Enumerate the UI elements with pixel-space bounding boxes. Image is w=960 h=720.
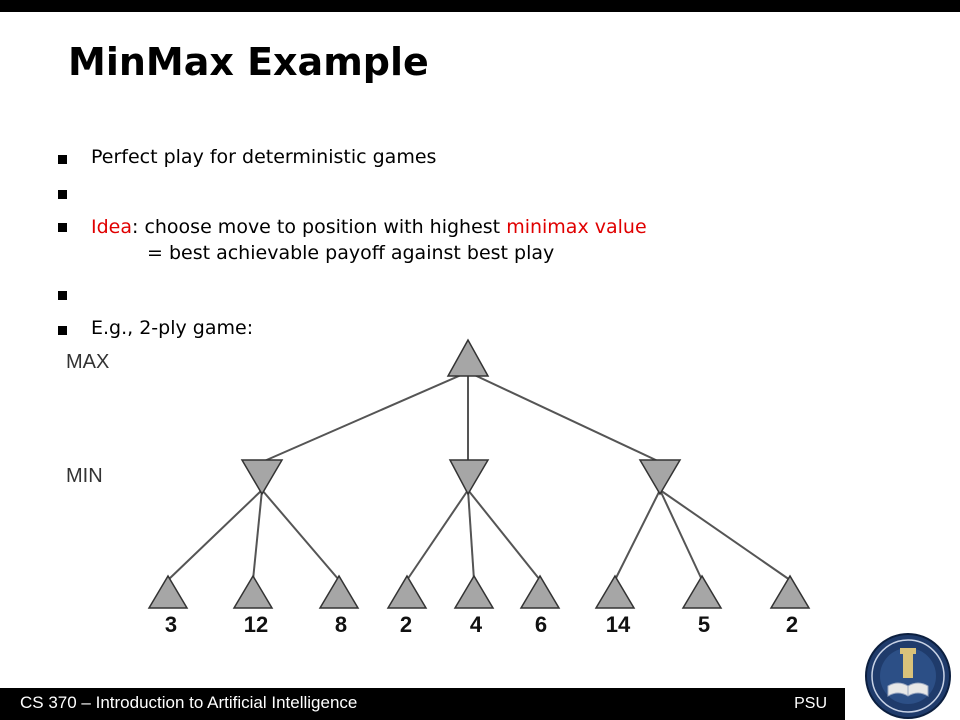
leaf-triangle-icon	[594, 574, 636, 609]
square-bullet-icon	[58, 326, 67, 335]
bullet-text: E.g., 2-ply game:	[91, 317, 254, 339]
square-bullet-icon	[58, 223, 67, 232]
leaf-triangle-icon	[232, 574, 274, 609]
tree-edges	[167, 371, 791, 581]
edge-min1-leaf2	[252, 489, 263, 581]
leaf-triangle-icon	[147, 574, 189, 609]
org-name: PSU	[794, 695, 827, 712]
edge-min3-leaf9	[659, 489, 791, 581]
leaf-triangle-icon	[453, 574, 495, 609]
leaf-triangle-icon	[519, 574, 561, 609]
leaf-value: 14	[606, 612, 631, 637]
leaf-value: 12	[244, 612, 268, 637]
bullet-item: Perfect play for deterministic games	[58, 140, 918, 175]
square-bullet-icon	[58, 155, 67, 164]
leaf-triangle-icon	[386, 574, 428, 609]
leaf-triangle-icon	[769, 574, 811, 609]
bullet-text: Perfect play for deterministic games	[91, 146, 437, 168]
leaf-value: 2	[400, 612, 412, 637]
min-node-triangle-icon	[240, 459, 284, 496]
university-seal-icon	[865, 633, 951, 719]
min-node-triangle-icon	[448, 459, 490, 496]
edge-min3-leaf7	[614, 489, 661, 581]
course-name: CS 370 – Introduction to Artificial Inte…	[20, 693, 358, 712]
edge-min2-leaf5	[467, 489, 475, 581]
edge-min2-leaf4	[406, 489, 469, 581]
leaf-value: 2	[786, 612, 798, 637]
bullet-continuation: = best achievable payoff against best pl…	[147, 242, 555, 264]
top-bar	[0, 0, 960, 12]
minimax-value-highlight: minimax value	[506, 216, 647, 238]
leaf-value: 5	[698, 612, 710, 637]
tree-nodes	[147, 338, 811, 609]
edge-min1-leaf1	[167, 489, 263, 581]
min-node-triangle-icon	[638, 459, 682, 496]
idea-highlight: Idea	[91, 216, 132, 238]
bullet-item-empty	[58, 276, 918, 311]
edge-min3-leaf8	[659, 489, 703, 581]
bullet-text: : choose move to position with highest	[132, 216, 507, 238]
square-bullet-icon	[58, 190, 67, 199]
footer-bar: CS 370 – Introduction to Artificial Inte…	[0, 688, 845, 720]
edge-min1-leaf3	[261, 489, 340, 581]
leaf-value: 6	[535, 612, 547, 637]
edge-min2-leaf6	[467, 489, 541, 581]
min-level-label: MIN	[66, 465, 103, 487]
leaf-value: 8	[335, 612, 347, 637]
square-bullet-icon	[58, 291, 67, 300]
leaf-value: 3	[165, 612, 177, 637]
bullet-item-empty	[58, 175, 918, 210]
edge-root-min1	[261, 371, 469, 463]
leaf-triangle-icon	[681, 574, 723, 609]
minimax-game-tree: MAX MIN 3 12 8 2 4 6 14 5 2	[66, 338, 811, 637]
slide-title: MinMax Example	[68, 40, 429, 84]
leaf-triangle-icon	[318, 574, 360, 609]
edge-root-min3	[467, 371, 661, 463]
bullet-list: Perfect play for deterministic games Ide…	[58, 140, 918, 346]
max-level-label: MAX	[66, 351, 109, 373]
bullet-item: E.g., 2-ply game:	[58, 311, 918, 346]
max-root-triangle-icon	[446, 338, 490, 377]
leaf-value: 4	[470, 612, 483, 637]
bullet-item: Idea: choose move to position with highe…	[58, 210, 918, 276]
